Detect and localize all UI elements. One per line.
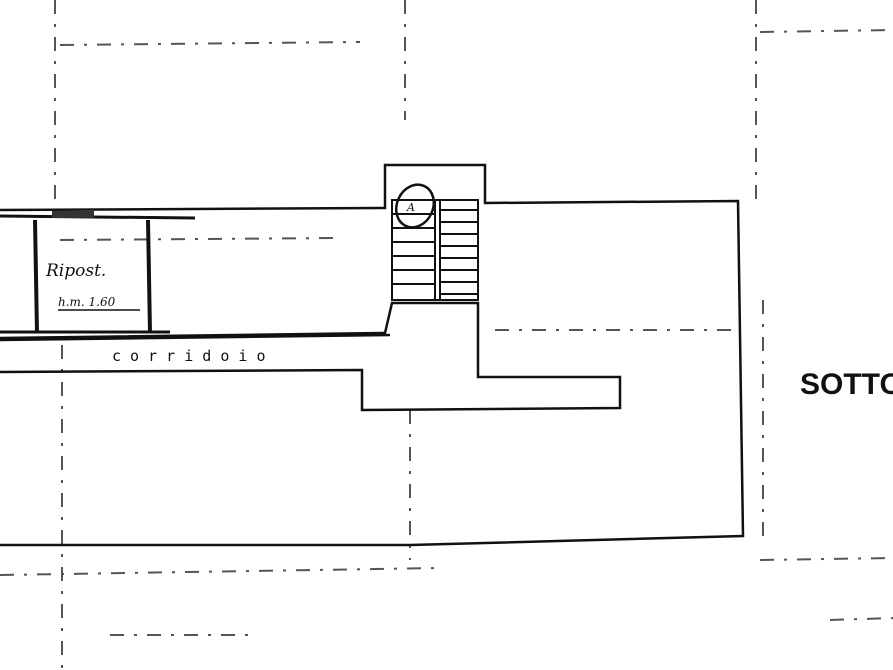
floor-title-label: SOTTOT xyxy=(800,368,893,401)
corridor-label: c o r r i d o i o xyxy=(112,347,266,365)
outer-wall xyxy=(0,163,745,547)
storage-room xyxy=(0,211,196,334)
floor-outline xyxy=(0,163,745,547)
staircase xyxy=(391,183,479,301)
corridor-wall-top xyxy=(0,301,622,412)
corridor-wall xyxy=(0,333,391,342)
storage-room-label: Ripost. xyxy=(45,261,106,281)
stair-marker-circle xyxy=(394,183,436,229)
stair-marker-label: A xyxy=(406,201,415,214)
storage-height-label: h.m. 1.60 xyxy=(58,295,116,309)
stair-treads xyxy=(392,209,478,295)
